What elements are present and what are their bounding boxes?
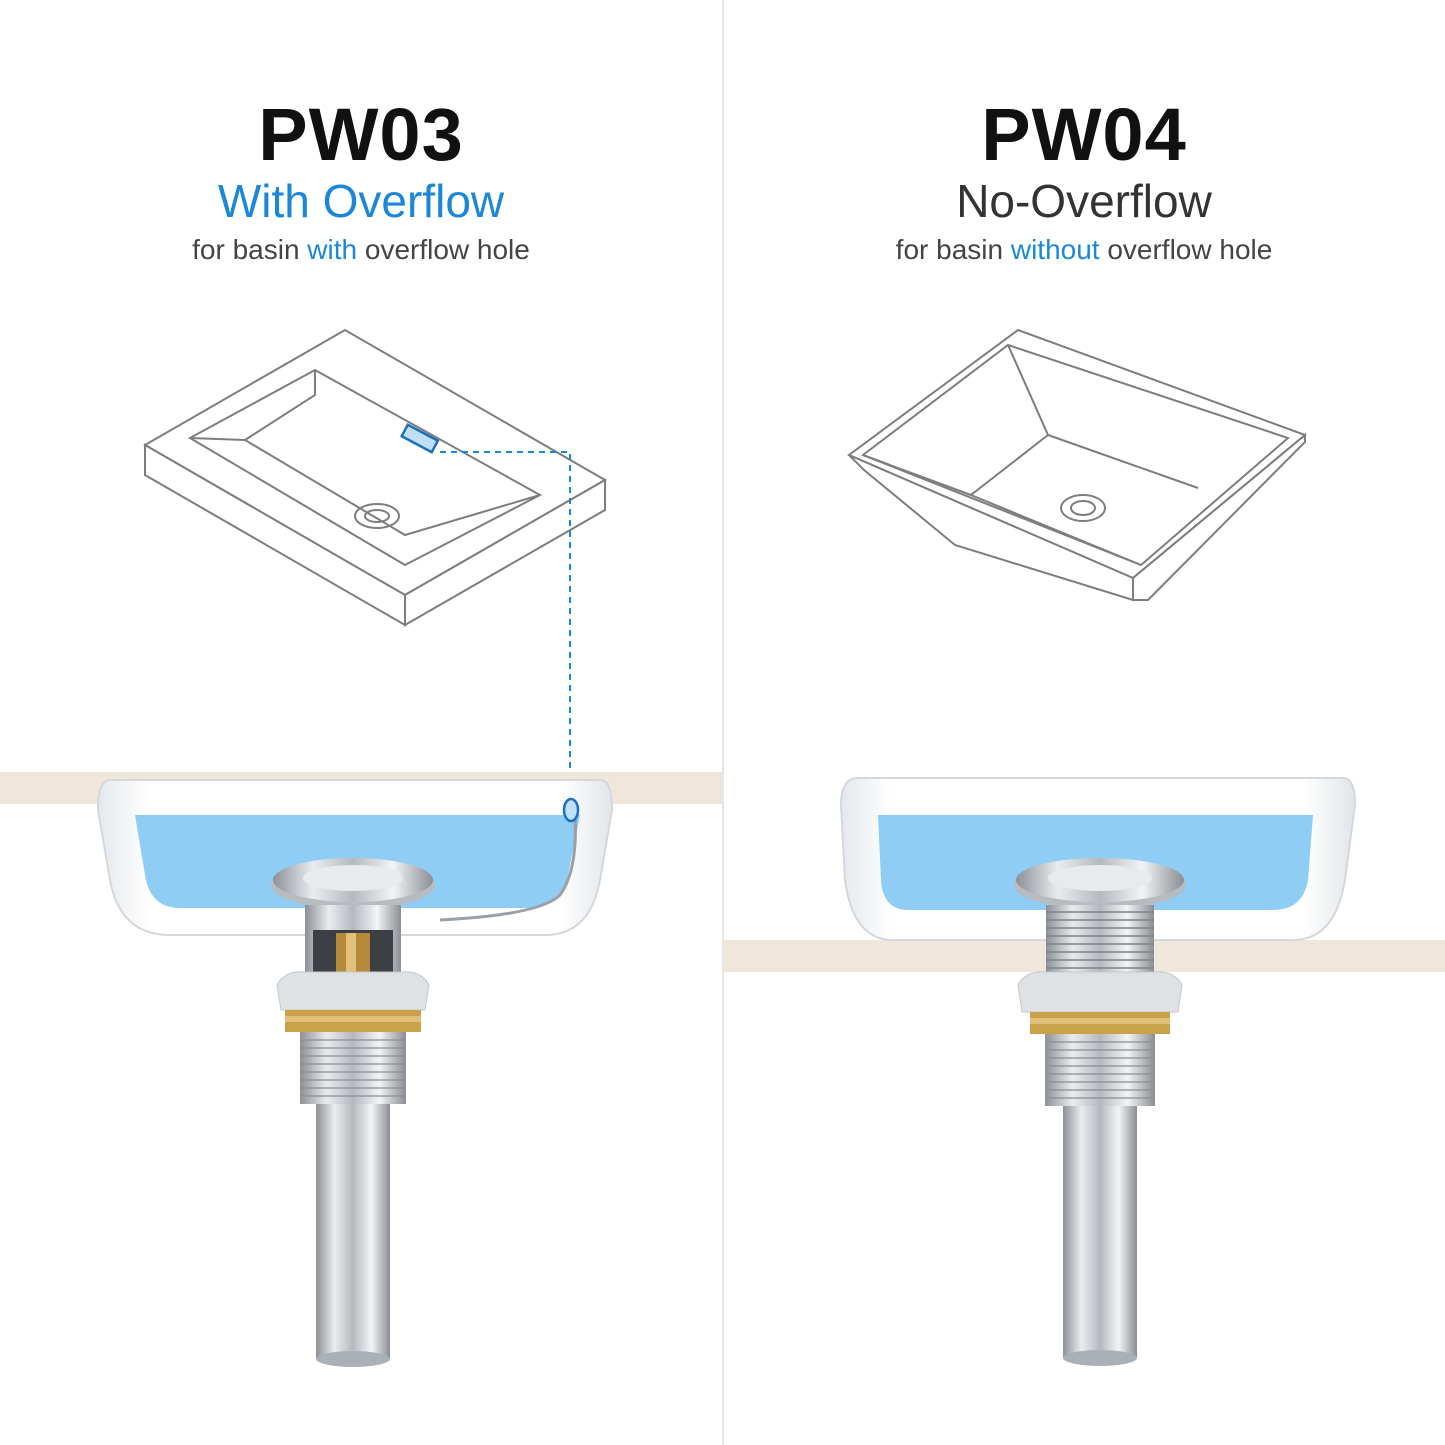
- caption-text: for basin: [192, 234, 308, 265]
- caption-text: overflow hole: [1099, 234, 1273, 265]
- model-title: PW03: [258, 93, 464, 176]
- panel-with-overflow: PW03 With Overflow for basin with overfl…: [0, 0, 722, 1445]
- overflow-slot-icon: [400, 423, 440, 454]
- overflow-guide-line: [440, 451, 571, 790]
- rectangular-basin-icon: [142, 328, 608, 627]
- compatibility-caption: for basin with overflow hole: [0, 234, 722, 266]
- caption-text: for basin: [895, 234, 1011, 265]
- model-title: PW04: [981, 93, 1187, 176]
- caption-highlight: without: [1010, 234, 1100, 265]
- pop-up-drain-icon: [271, 858, 435, 1367]
- panel-no-overflow: PW04 No-Overflow for basin without overf…: [723, 0, 1445, 1445]
- caption-highlight: with: [307, 234, 358, 265]
- overflow-channel: [439, 814, 577, 922]
- vessel-basin-icon: [847, 328, 1307, 602]
- overflow-hole-icon: [562, 797, 580, 823]
- no-overflow-illustration: [723, 328, 1445, 1366]
- panel-divider: [722, 0, 724, 1445]
- pop-up-drain-icon: [1014, 858, 1186, 1366]
- compatibility-caption: for basin without overflow hole: [723, 234, 1445, 266]
- overflow-illustration: [0, 328, 722, 1367]
- drain-type-label: With Overflow: [217, 175, 505, 227]
- drain-type-label: No-Overflow: [956, 175, 1212, 227]
- caption-text: overflow hole: [357, 234, 530, 265]
